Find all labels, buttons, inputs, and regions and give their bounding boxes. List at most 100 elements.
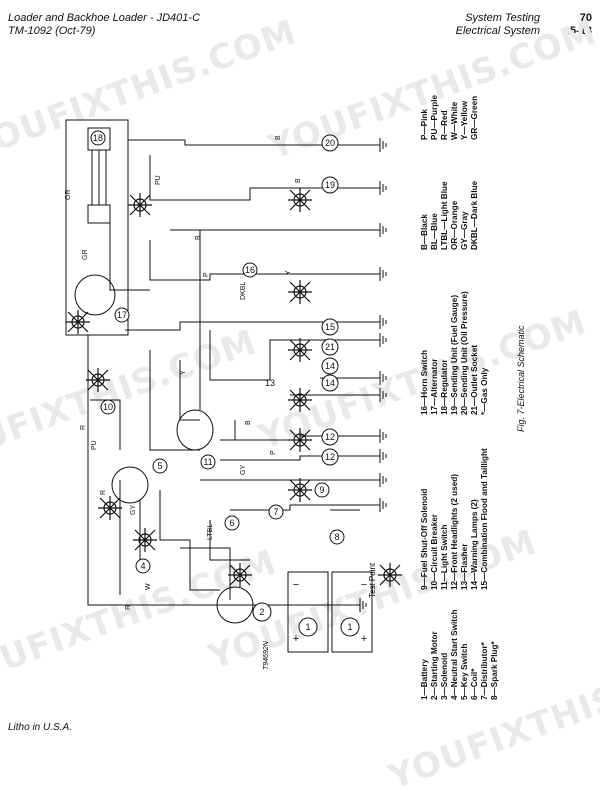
wire-label: Y	[285, 270, 292, 275]
legend-item: 13—Flasher	[460, 543, 469, 590]
legend-item: 15—Combination Flood and Taillight	[480, 448, 489, 590]
ignition-switch-body	[111, 466, 149, 504]
callout-13: 13	[265, 378, 275, 388]
callout-4: 4	[140, 561, 145, 571]
legend-item: W—White	[450, 101, 459, 140]
callout-7: 7	[273, 507, 278, 517]
callout-6: 6	[229, 518, 234, 528]
wire-label: B	[245, 420, 252, 425]
header-title: Loader and Backhoe Loader - JD401-C TM-1…	[8, 12, 200, 38]
svg-text:+: +	[293, 633, 299, 645]
legend-item: 17—Alternator	[430, 358, 439, 415]
legend-item: BL—Blue	[430, 213, 439, 250]
page-number: 70	[579, 12, 592, 24]
callout-21: 21	[325, 342, 335, 352]
manual-title: Loader and Backhoe Loader - JD401-C	[8, 12, 201, 24]
wire-label: W	[145, 583, 152, 590]
legend-column-5: P—Pink PU—Purple R—Red W—White Y—Yellow …	[420, 95, 480, 140]
callout-5: 5	[157, 461, 162, 471]
callout-17: 17	[117, 310, 127, 320]
key-switch-body	[74, 274, 116, 316]
wire-label: B	[295, 178, 302, 183]
legend-column-1: 1—Battery 2—Starting Motor 3—Solenoid 4—…	[420, 609, 500, 700]
regulator-frame	[65, 119, 129, 336]
drawing-number: T94692N	[263, 640, 270, 670]
legend-item: OR—Orange	[450, 200, 459, 250]
wire-label: DKBL	[240, 282, 247, 300]
legend-item: P—Pink	[420, 109, 429, 140]
callout-10: 10	[103, 402, 113, 412]
legend-item: B—Black	[420, 214, 429, 250]
svg-text:−: −	[293, 579, 299, 591]
wire-label: R	[80, 425, 87, 430]
callout-14: 14	[325, 361, 335, 371]
footer-text: Litho in U.S.A.	[8, 722, 72, 733]
callout-12: 12	[325, 452, 335, 462]
component-callouts: 18 1 1 2 4 5 6 7 8 9 10 11 12 12 13 14 1…	[90, 130, 360, 637]
legend-item: PU—Purple	[430, 94, 439, 140]
wire-label: R	[125, 605, 132, 610]
callout-18: 18	[93, 133, 103, 143]
wire-label: GY	[240, 465, 247, 475]
legend-item: 21—Outlet Socket	[470, 344, 479, 415]
starter-body	[216, 586, 254, 624]
wire-label: OR	[65, 190, 72, 201]
svg-text:+: +	[361, 633, 367, 645]
legend-item: Y—Yellow	[460, 100, 469, 140]
legend-item: 8—Spark Plug*	[490, 641, 499, 700]
legend-column-2: 9—Fuel Shut-Off Solenoid 10—Circuit Brea…	[420, 448, 490, 590]
legend-item: 19—Sending Unit (Fuel Gauge)	[450, 294, 459, 415]
legend-item: 3—Solenoid	[440, 652, 449, 700]
figure-caption: Fig. 7-Electrical Schematic	[516, 325, 526, 432]
legend-item: 12—Front Headlights (2 used)	[450, 473, 459, 590]
legend-item: 5—Key Switch	[460, 643, 469, 700]
section-number: 15-13	[563, 25, 592, 37]
wire-label: P	[270, 450, 277, 455]
callout-1: 1	[305, 622, 310, 632]
wire-labels: OR R B PU GR P Y DKBL W LTBL GY R B PU Y…	[65, 135, 302, 610]
callout-20: 20	[325, 138, 335, 148]
callout-14: 14	[325, 378, 335, 388]
legend-item: 4—Neutral Start Switch	[450, 609, 459, 700]
legend-item: *—Gas Only	[480, 367, 489, 415]
legend-column-4: B—Black BL—Blue LTBL—Light Blue OR—Orang…	[420, 181, 480, 250]
page-number-block: 70 15-13	[564, 12, 592, 38]
callout-9: 9	[319, 485, 324, 495]
svg-text:−: −	[361, 579, 367, 591]
legend-item: 9—Fuel Shut-Off Solenoid	[420, 488, 429, 590]
wire-label: Y	[180, 370, 187, 375]
wire-label: GR	[82, 250, 89, 261]
legend-item: R—Red	[440, 110, 449, 140]
wire-label: GY	[130, 505, 137, 515]
callout-16: 16	[245, 265, 255, 275]
lamp-symbols	[66, 188, 402, 587]
battery-right	[331, 571, 373, 653]
wire-label: PU	[155, 175, 162, 185]
header-section: System Testing Electrical System	[456, 12, 540, 38]
legend-item: 7—Distributor*	[480, 642, 489, 700]
light-switch-body	[176, 409, 214, 451]
wire-label: P	[203, 272, 210, 277]
callout-8: 8	[334, 532, 339, 542]
wire-label: R	[100, 490, 107, 495]
battery-left	[287, 571, 329, 653]
legend-item: 14—Warning Lamps (2)	[470, 499, 479, 590]
legend-item: 18—Regulator	[440, 359, 449, 415]
callout-12: 12	[325, 432, 335, 442]
legend-column-3: 16—Horn Switch 17—Alternator 18—Regulato…	[420, 291, 490, 415]
legend-item: GR—Green	[470, 95, 479, 140]
legend-item: 1—Battery	[420, 659, 429, 700]
legend-item: 11—Light Switch	[440, 524, 449, 590]
wire-label: B	[275, 135, 282, 140]
callout-15: 15	[325, 322, 335, 332]
wire-label: B	[195, 235, 202, 240]
legend-item: 20—Sending Unit (Oil Pressure)	[460, 291, 469, 415]
legend-item: 10—Circuit Breaker	[430, 514, 439, 590]
callout-19: 19	[325, 180, 335, 190]
battery-terminals: − + − +	[293, 579, 367, 645]
callout-11: 11	[203, 457, 212, 467]
test-point-label: Test Point	[368, 562, 377, 598]
legend-item: LTBL—Light Blue	[440, 181, 449, 250]
legend-item: 16—Horn Switch	[420, 349, 429, 415]
callout-1: 1	[347, 622, 352, 632]
